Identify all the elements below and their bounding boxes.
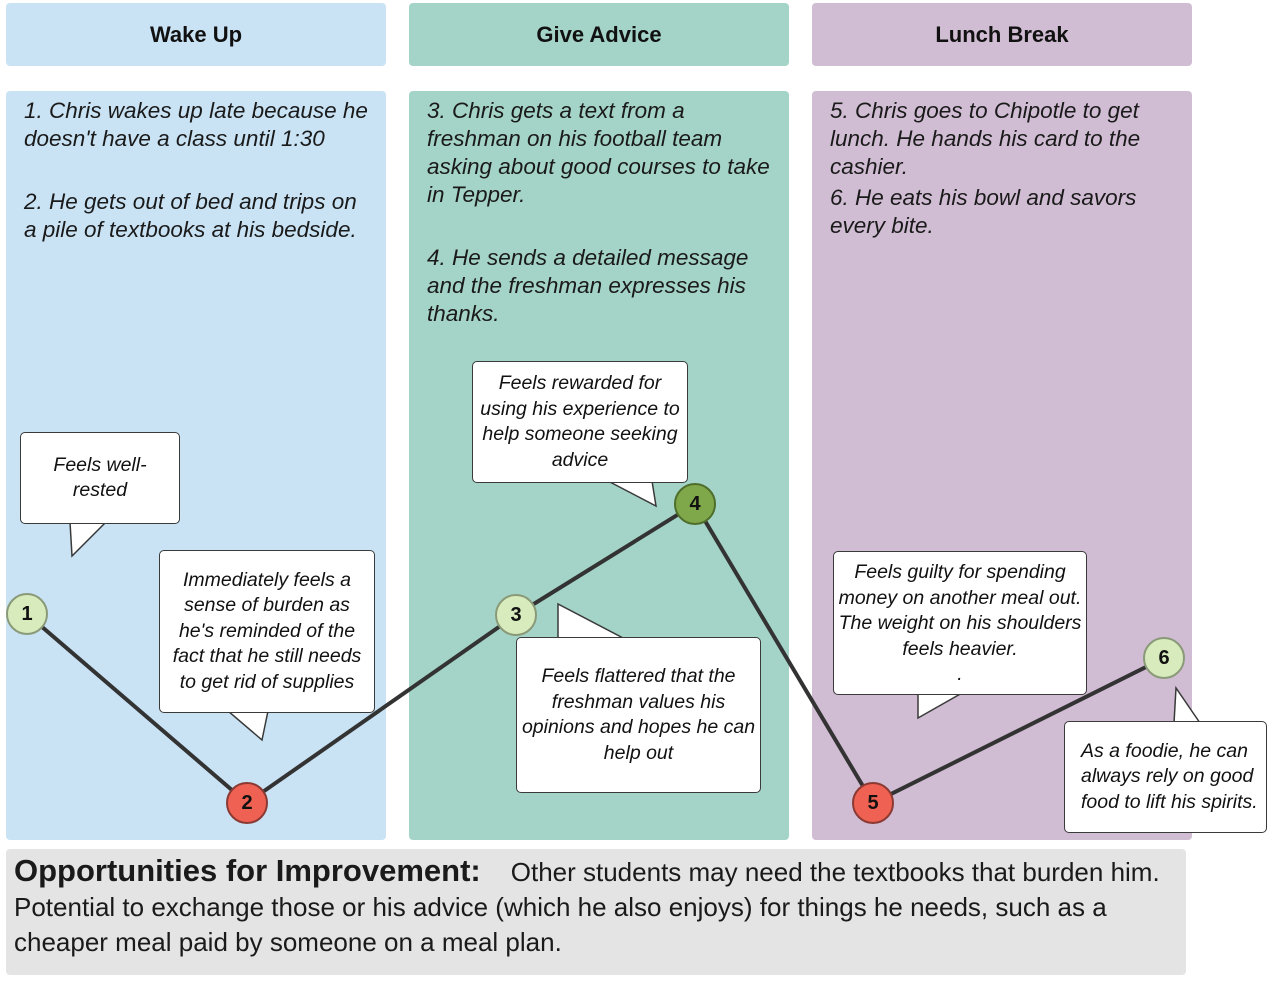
opportunities-text: Other students may need the textbooks th… — [14, 857, 1160, 957]
lane-header-wake-up: Wake Up — [6, 3, 386, 66]
lane-body-wake-up: 1. Chris wakes up late because he doesn'… — [6, 91, 386, 840]
emotion-bubble-3: Feels flattered that the freshman values… — [516, 637, 761, 793]
opportunities-title: Opportunities for Improvement: — [14, 853, 481, 888]
emotion-bubble-4-text: Feels rewarded for using his experience … — [480, 372, 680, 471]
emotion-bubble-4: Feels rewarded for using his experience … — [472, 361, 688, 483]
bubble-tail-2 — [225, 710, 269, 742]
opportunities-panel: Opportunities for Improvement:Other stud… — [6, 849, 1186, 975]
step-6-text: 6. He eats his bowl and savors every bit… — [830, 185, 1137, 238]
bubble-tail-1 — [69, 521, 108, 558]
bubble-tail-4 — [607, 480, 657, 508]
emotion-bubble-3-text: Feels flattered that the freshman values… — [521, 665, 756, 764]
node-1: 1 — [6, 593, 48, 635]
emotion-bubble-2-text: Immediately feels a sense of burden as h… — [172, 568, 362, 693]
lane-header-give-advice: Give Advice — [409, 3, 789, 66]
emotion-bubble-1-text: Feels well-rested — [53, 453, 147, 502]
emotion-bubble-1: Feels well-rested — [20, 432, 180, 524]
step-1-text: 1. Chris wakes up late because he doesn'… — [24, 98, 368, 151]
emotion-bubble-2: Immediately feels a sense of burden as h… — [159, 550, 375, 713]
step-5-text: 5. Chris goes to Chipotle to get lunch. … — [830, 98, 1141, 179]
bubble-tail-5 — [917, 692, 965, 720]
lane-header-lunch-break: Lunch Break — [812, 3, 1192, 66]
step-2-text: 2. He gets out of bed and trips on a pil… — [24, 189, 357, 242]
emotion-bubble-6-text: As a foodie, he can always rely on good … — [1081, 739, 1258, 813]
node-5: 5 — [852, 782, 894, 824]
lane-body-lunch-break: 5. Chris goes to Chipotle to get lunch. … — [812, 91, 1192, 840]
emotion-bubble-5: Feels guilty for spending money on anoth… — [833, 551, 1087, 695]
node-3: 3 — [495, 594, 537, 636]
node-2: 2 — [226, 782, 268, 824]
bubble-tail-6 — [1173, 685, 1202, 724]
step-3-text: 3. Chris gets a text from a freshman on … — [427, 98, 770, 207]
node-6: 6 — [1143, 637, 1185, 679]
emotion-line — [25, 502, 1165, 805]
step-4-text: 4. He sends a detailed message and the f… — [427, 245, 749, 326]
bubble-tail-3 — [557, 602, 626, 640]
emotion-bubble-6: As a foodie, he can always rely on good … — [1064, 721, 1267, 833]
node-4: 4 — [674, 483, 716, 525]
emotion-bubble-5-text: Feels guilty for spending money on anoth… — [838, 561, 1082, 685]
